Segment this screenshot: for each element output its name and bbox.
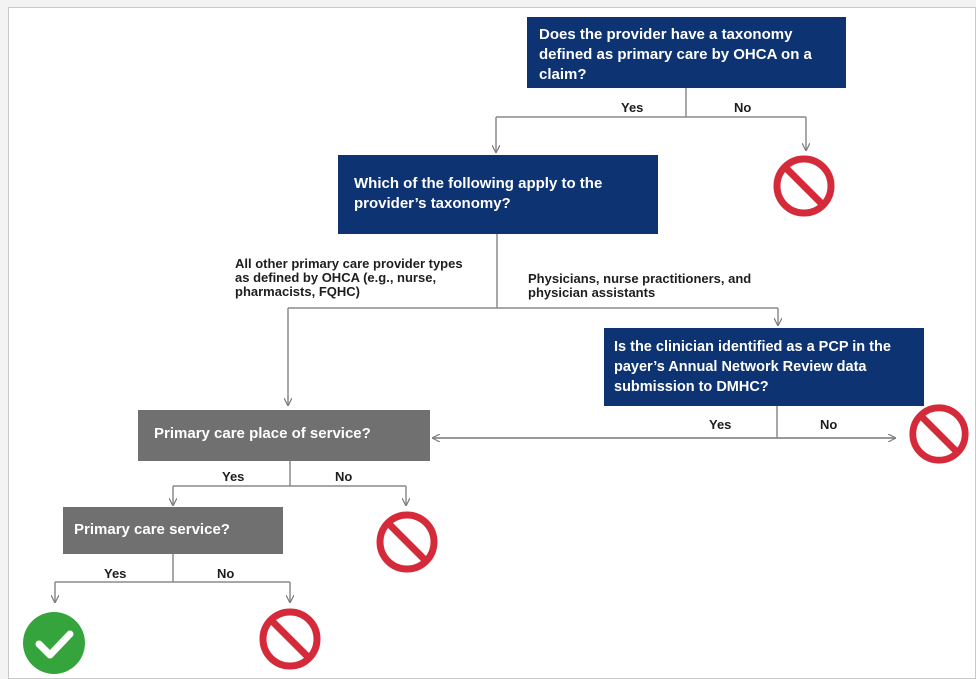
q5-yes-label: Yes xyxy=(104,566,127,581)
prohibited-icon xyxy=(909,404,969,464)
q2-right-label: Physicians, nurse practitioners, and phy… xyxy=(528,271,752,300)
q3-no-label: No xyxy=(820,417,838,432)
q1-yes-label: Yes xyxy=(621,100,644,115)
prohibited-icon xyxy=(773,155,835,217)
q5-no-label: No xyxy=(217,566,235,581)
q4-yes-label: Yes xyxy=(222,469,245,484)
question-provider-taxonomy-text: Does the provider have a taxonomy define… xyxy=(539,26,812,83)
question-pcp-network-review-text: Is the clinician identified as a PCP in … xyxy=(614,339,891,395)
question-primary-care-service: Primary care service? xyxy=(63,507,283,554)
question-primary-care-service-text: Primary care service? xyxy=(74,521,230,538)
question-pcp-network-review: Is the clinician identified as a PCP in … xyxy=(604,328,924,406)
question-place-of-service-text: Primary care place of service? xyxy=(154,425,371,442)
prohibited-icon xyxy=(259,608,321,670)
prohibited-icon xyxy=(376,511,438,573)
question-taxonomy-type-text: Which of the following apply to the prov… xyxy=(354,175,603,212)
question-taxonomy-type: Which of the following apply to the prov… xyxy=(338,155,658,234)
q2-left-label: All other primary care provider types as… xyxy=(235,256,463,299)
question-place-of-service: Primary care place of service? xyxy=(138,410,430,461)
q1-no-label: No xyxy=(734,100,752,115)
q4-no-label: No xyxy=(335,469,353,484)
checkmark-icon xyxy=(23,612,85,674)
question-provider-taxonomy: Does the provider have a taxonomy define… xyxy=(527,17,846,88)
q3-yes-label: Yes xyxy=(709,417,732,432)
